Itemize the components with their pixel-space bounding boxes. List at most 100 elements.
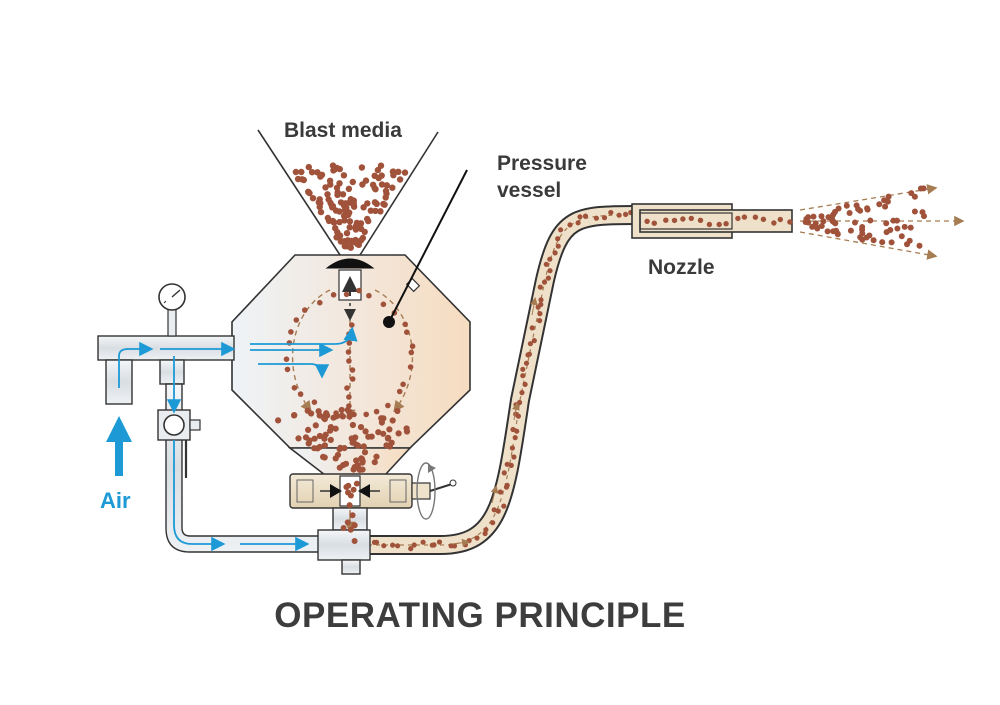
media-particle — [343, 484, 350, 490]
media-particle — [334, 451, 342, 458]
media-particle — [547, 256, 553, 262]
media-particle — [346, 502, 353, 509]
media-particle — [334, 189, 341, 196]
media-particle — [879, 239, 886, 246]
media-particle — [832, 220, 839, 227]
media-particle — [340, 212, 348, 220]
media-particle — [771, 220, 777, 226]
media-particle — [356, 287, 362, 294]
media-particle — [293, 317, 300, 323]
media-particle — [283, 356, 290, 363]
media-particle — [864, 205, 871, 212]
media-particle — [363, 411, 370, 418]
media-particle — [346, 394, 352, 400]
media-particle — [325, 196, 332, 203]
media-particle — [337, 238, 345, 245]
media-particle — [339, 191, 347, 198]
media-particle — [523, 360, 530, 366]
media-particle — [394, 407, 401, 415]
media-particle — [350, 486, 357, 493]
pressure-gauge-icon — [158, 283, 186, 311]
media-particle — [716, 221, 722, 228]
media-particle — [537, 318, 543, 324]
media-particle — [284, 366, 291, 373]
media-particle — [345, 349, 352, 355]
media-particle — [346, 358, 352, 364]
media-particle — [520, 366, 526, 372]
media-particle — [357, 225, 365, 232]
media-particle — [380, 301, 387, 308]
media-particle — [385, 402, 391, 409]
outlet-media-particles — [340, 480, 360, 544]
media-particle — [390, 172, 397, 179]
media-particle — [336, 464, 343, 471]
ball-valve-icon — [157, 409, 201, 478]
media-particle — [867, 217, 874, 224]
media-particle — [378, 181, 386, 188]
media-particle — [338, 412, 345, 419]
media-particle — [350, 200, 357, 207]
media-particle — [383, 182, 390, 189]
media-particle — [529, 325, 535, 331]
media-particle — [314, 169, 321, 176]
media-particle — [288, 329, 294, 335]
media-particle — [876, 201, 883, 208]
media-particle — [340, 172, 348, 179]
media-particle — [787, 219, 793, 225]
media-particle — [346, 408, 353, 415]
media-particle — [474, 535, 480, 541]
media-particle — [810, 213, 817, 220]
media-particle — [317, 299, 323, 306]
media-particle — [803, 216, 810, 222]
media-particle — [275, 417, 282, 424]
media-particle — [820, 218, 827, 225]
media-particle — [369, 181, 377, 188]
vessel-media-particles — [275, 287, 416, 473]
media-particle — [360, 204, 367, 211]
media-particle — [846, 210, 853, 216]
media-particle — [317, 208, 325, 216]
media-particle — [420, 539, 426, 545]
media-particle — [353, 480, 360, 487]
media-particle — [883, 229, 890, 236]
media-particle — [436, 539, 443, 545]
media-particle — [920, 185, 927, 192]
spray-arrows — [799, 184, 965, 260]
media-particle — [777, 216, 783, 223]
media-particle — [342, 460, 350, 467]
media-particle — [818, 223, 825, 229]
mixing-tee — [317, 507, 371, 575]
nozzle-label: Nozzle — [648, 256, 715, 279]
media-particle — [852, 219, 858, 226]
media-particle — [901, 223, 908, 230]
media-particle — [706, 221, 713, 228]
media-particle — [545, 275, 552, 281]
media-particle — [336, 218, 343, 226]
media-particle — [908, 190, 915, 197]
media-particle — [495, 508, 501, 514]
media-particle — [316, 432, 323, 440]
media-particle — [324, 411, 330, 417]
air-flow-arrows — [118, 326, 358, 552]
media-particle — [814, 225, 821, 232]
media-particle — [373, 200, 380, 207]
media-particle — [389, 184, 396, 191]
media-particle — [357, 237, 365, 244]
pressure-vessel-label-line2: vessel — [497, 179, 562, 202]
media-particle — [330, 292, 337, 298]
media-particle — [517, 399, 523, 406]
media-particle — [295, 435, 302, 442]
media-particle — [451, 543, 458, 549]
media-particle — [345, 489, 351, 496]
media-particle — [351, 522, 358, 529]
media-particle — [384, 435, 391, 442]
media-particle — [337, 199, 345, 206]
media-particle — [316, 443, 323, 450]
media-particle — [322, 431, 329, 438]
media-particle — [859, 224, 866, 230]
media-particle — [593, 215, 600, 221]
media-particle — [351, 411, 357, 418]
media-particle — [582, 213, 589, 219]
media-particle — [409, 343, 416, 350]
media-particle — [885, 193, 892, 200]
